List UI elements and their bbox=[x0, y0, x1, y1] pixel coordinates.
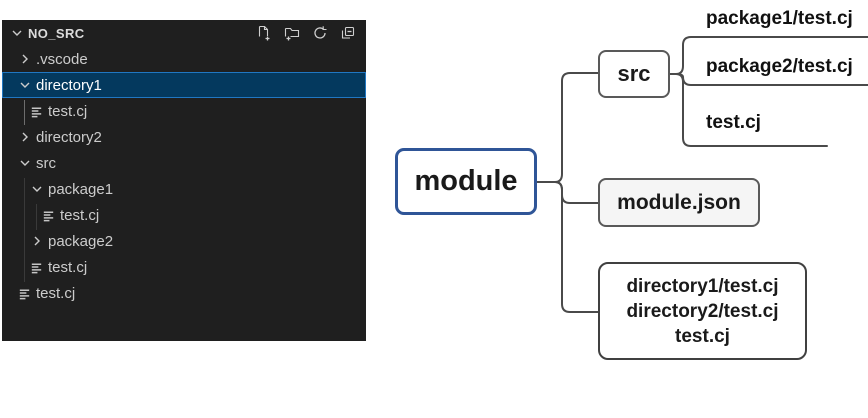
tree-row-directory2-3[interactable]: directory2 bbox=[2, 124, 366, 150]
tree-row-label: directory1 bbox=[36, 76, 102, 94]
root-files-line: test.cj bbox=[675, 325, 730, 347]
tree-row-label: directory2 bbox=[36, 128, 102, 146]
src-node[interactable]: src bbox=[598, 50, 670, 98]
tree-row-directory1-1[interactable]: directory1 bbox=[2, 72, 366, 98]
tree-row--vscode-0[interactable]: .vscode bbox=[2, 46, 366, 72]
new-file-button[interactable] bbox=[255, 25, 272, 42]
chevron-down-icon bbox=[16, 77, 33, 94]
tree-row-label: .vscode bbox=[36, 50, 88, 68]
tree-row-test-cj-8[interactable]: test.cj bbox=[2, 254, 366, 280]
tree-row-package1-5[interactable]: package1 bbox=[2, 176, 366, 202]
src-test-leaf[interactable]: test.cj bbox=[706, 112, 761, 133]
tree-row-label: package1 bbox=[48, 180, 114, 198]
file-tree: .vscode directory1 test.cj directory2 src pa… bbox=[2, 46, 366, 306]
tree-row-label: test.cj bbox=[60, 206, 100, 224]
tree-row-test-cj-2[interactable]: test.cj bbox=[2, 98, 366, 124]
chevron-right-icon bbox=[16, 51, 33, 68]
chevron-down-icon bbox=[28, 181, 45, 198]
root-files-node[interactable]: directory1/test.cj directory2/test.cj te… bbox=[598, 262, 807, 360]
explorer-section-header[interactable]: NO_SRC bbox=[2, 20, 366, 46]
file-icon bbox=[28, 259, 45, 276]
chevron-right-icon bbox=[16, 129, 33, 146]
tree-row-label: test.cj bbox=[48, 102, 88, 120]
tree-row-label: package2 bbox=[48, 232, 114, 250]
tree-row-test-cj-6[interactable]: test.cj bbox=[2, 202, 366, 228]
package2-test-leaf[interactable]: package2/test.cj bbox=[706, 56, 853, 77]
explorer-toolbar bbox=[255, 25, 356, 42]
module-json-node[interactable]: module.json bbox=[598, 178, 760, 227]
chevron-down-icon bbox=[8, 25, 25, 42]
tree-row-label: src bbox=[36, 154, 56, 172]
tree-row-package2-7[interactable]: package2 bbox=[2, 228, 366, 254]
module-json-node-label: module.json bbox=[617, 190, 741, 214]
refresh-icon[interactable] bbox=[311, 25, 328, 42]
root-files-line: directory2/test.cj bbox=[626, 300, 779, 322]
package1-test-leaf[interactable]: package1/test.cj bbox=[706, 8, 853, 29]
tree-row-label: test.cj bbox=[36, 284, 76, 302]
file-icon bbox=[16, 285, 33, 302]
file-icon bbox=[28, 103, 45, 120]
explorer-root-title: NO_SRC bbox=[28, 25, 85, 41]
tree-row-label: test.cj bbox=[48, 258, 88, 276]
collapse-all-button[interactable] bbox=[339, 25, 356, 42]
tree-row-test-cj-9[interactable]: test.cj bbox=[2, 280, 366, 306]
explorer-panel: NO_SRC bbox=[2, 20, 366, 341]
tree-row-src-4[interactable]: src bbox=[2, 150, 366, 176]
root-files-line: directory1/test.cj bbox=[626, 275, 779, 297]
src-node-label: src bbox=[617, 61, 651, 86]
chevron-right-icon bbox=[28, 233, 45, 250]
chevron-down-icon bbox=[16, 155, 33, 172]
module-node[interactable]: module bbox=[395, 148, 537, 215]
file-icon bbox=[40, 207, 57, 224]
module-node-label: module bbox=[414, 165, 518, 197]
new-folder-button[interactable] bbox=[283, 25, 300, 42]
